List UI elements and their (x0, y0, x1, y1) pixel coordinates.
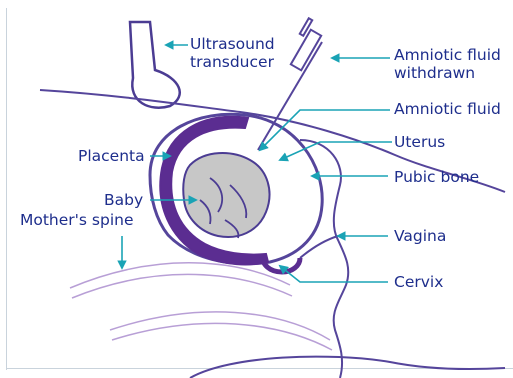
label-vagina: Vagina (394, 227, 446, 245)
label-amniotic-withdrawn-line2: withdrawn (394, 64, 475, 82)
label-amniotic-fluid: Amniotic fluid (394, 100, 501, 118)
label-mothers-spine: Mother's spine (20, 211, 134, 229)
label-placenta: Placenta (78, 147, 145, 165)
spine-curve-1 (70, 263, 290, 288)
label-ultrasound-line2: transducer (190, 53, 274, 71)
spine-curve-2 (72, 274, 292, 298)
label-cervix: Cervix (394, 273, 443, 291)
label-uterus: Uterus (394, 133, 445, 151)
label-amniotic-withdrawn-line1: Amniotic fluid (394, 46, 501, 64)
baby-shape (183, 153, 269, 237)
label-pubic-bone: Pubic bone (394, 168, 479, 186)
ultrasound-transducer-shape (130, 22, 180, 108)
back-outline (190, 357, 505, 378)
label-ultrasound-line1: Ultrasound (190, 35, 275, 53)
spine-curve-4 (112, 323, 332, 350)
label-baby: Baby (104, 191, 143, 209)
